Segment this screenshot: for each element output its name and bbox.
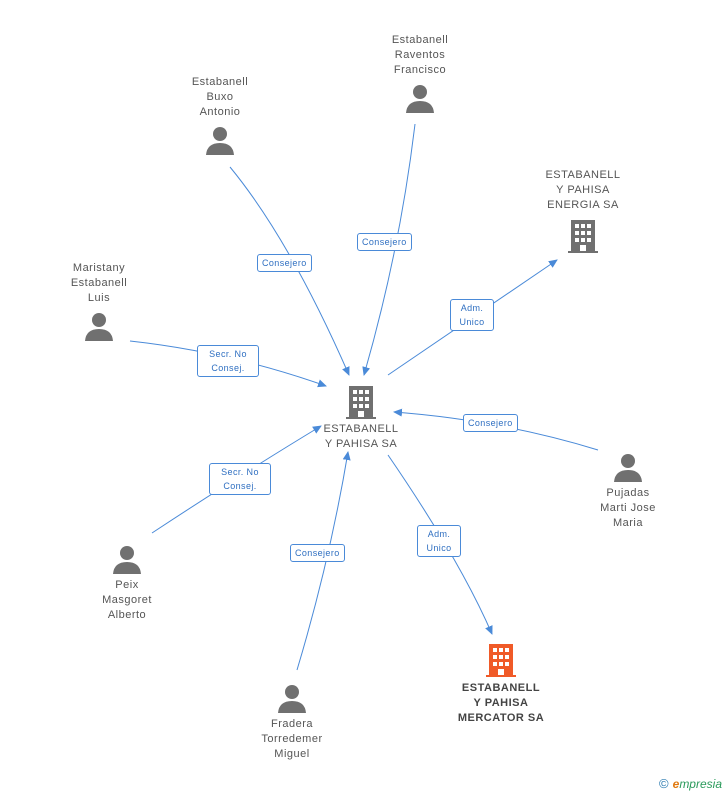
node-label: Maristany Estabanell Luis [70, 262, 128, 304]
person-icon [278, 685, 306, 713]
edge-label-peix: Secr. No Consej. [209, 463, 271, 495]
node-fradera[interactable]: Fradera Torredemer Miguel [242, 683, 342, 762]
edge-label-mercator: Adm. Unico [417, 525, 461, 557]
brand-initial: e [672, 777, 680, 791]
node-label: ESTABANELL Y PAHISA SA [323, 423, 399, 450]
node-mercator[interactable]: ESTABANELL Y PAHISA MERCATOR SA [450, 642, 552, 726]
node-raventos[interactable]: Estabanell Raventos Francisco [370, 33, 470, 113]
node-center[interactable]: ESTABANELL Y PAHISA SA [311, 384, 411, 452]
node-energia[interactable]: ESTABANELL Y PAHISA ENERGIA SA [533, 168, 633, 254]
person-icon [406, 85, 434, 113]
edge-label-pujadas: Consejero [463, 414, 518, 432]
node-label: Estabanell Raventos Francisco [391, 34, 449, 76]
node-label: Pujadas Marti Jose Maria [600, 487, 656, 529]
empresia-logo: ©empresia [659, 776, 722, 791]
edge-label-raventos: Consejero [357, 233, 412, 251]
person-icon [206, 127, 234, 155]
node-maristany[interactable]: Maristany Estabanell Luis [49, 261, 149, 341]
node-label: Peix Masgoret Alberto [102, 579, 152, 621]
building-icon [486, 644, 516, 677]
edge-label-maristany: Secr. No Consej. [197, 345, 259, 377]
edge-label-energia: Adm. Unico [450, 299, 494, 331]
edge-label-buxo: Consejero [257, 254, 312, 272]
node-pujadas[interactable]: Pujadas Marti Jose Maria [578, 452, 678, 531]
node-label: Fradera Torredemer Miguel [261, 718, 323, 760]
node-label: Estabanell Buxo Antonio [191, 76, 249, 118]
brand-name: mpresia [679, 777, 722, 791]
node-label: ESTABANELL Y PAHISA MERCATOR SA [457, 682, 545, 724]
person-icon [113, 546, 141, 574]
building-icon [346, 386, 376, 419]
copyright-symbol: © [659, 776, 669, 791]
person-icon [85, 313, 113, 341]
node-label: ESTABANELL Y PAHISA ENERGIA SA [545, 169, 621, 211]
node-buxo[interactable]: Estabanell Buxo Antonio [170, 75, 270, 155]
edge-label-fradera: Consejero [290, 544, 345, 562]
person-icon [614, 454, 642, 482]
building-icon [568, 220, 598, 253]
node-peix[interactable]: Peix Masgoret Alberto [77, 544, 177, 623]
